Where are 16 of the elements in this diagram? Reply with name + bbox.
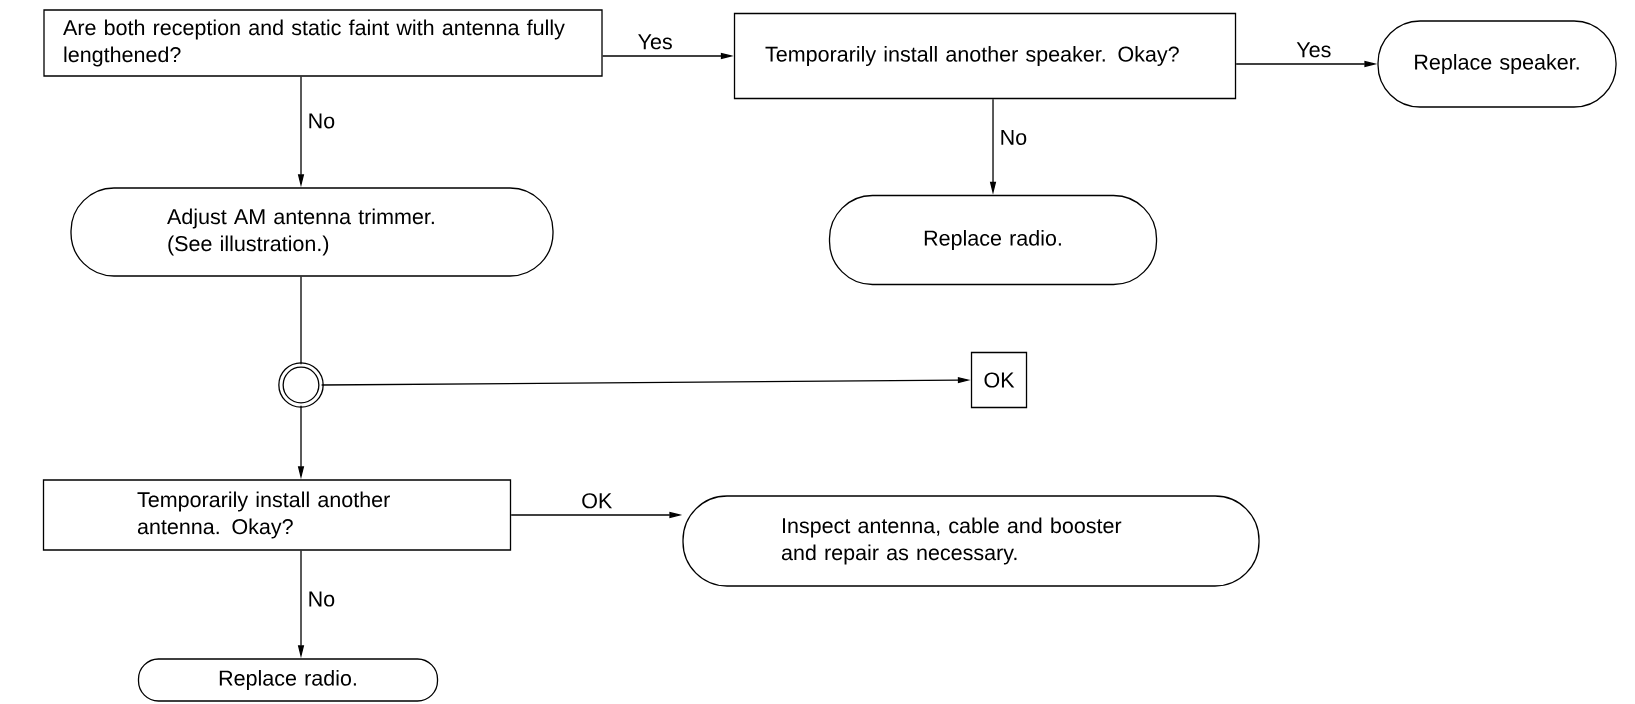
terminal-box: Replace speaker. <box>1377 20 1617 108</box>
terminal-box: Replace radio. <box>828 194 1158 286</box>
edge-label: Yes <box>638 34 672 50</box>
process-box: Temporarily install another speaker. Okay? <box>733 12 1237 100</box>
process-box: Are both reception and static faint with antenna fully lengthened? <box>43 9 603 77</box>
edge-label: No <box>309 591 335 607</box>
connector-circle <box>278 362 324 408</box>
edge-label: No <box>309 113 335 129</box>
terminal-box: Adjust AM antenna trimmer. (See illustration.) <box>70 187 554 277</box>
process-box: Temporarily install another antenna. Okay? <box>42 479 512 551</box>
terminal-box: Inspect antenna, cable and booster and repair as necessary. <box>682 495 1260 587</box>
edge-label: Yes <box>1296 42 1331 58</box>
terminal-box: Replace radio. <box>137 658 439 702</box>
edge-label: OK <box>582 493 613 509</box>
process-box: OK <box>970 351 1028 409</box>
edge-label: No <box>1001 129 1027 145</box>
